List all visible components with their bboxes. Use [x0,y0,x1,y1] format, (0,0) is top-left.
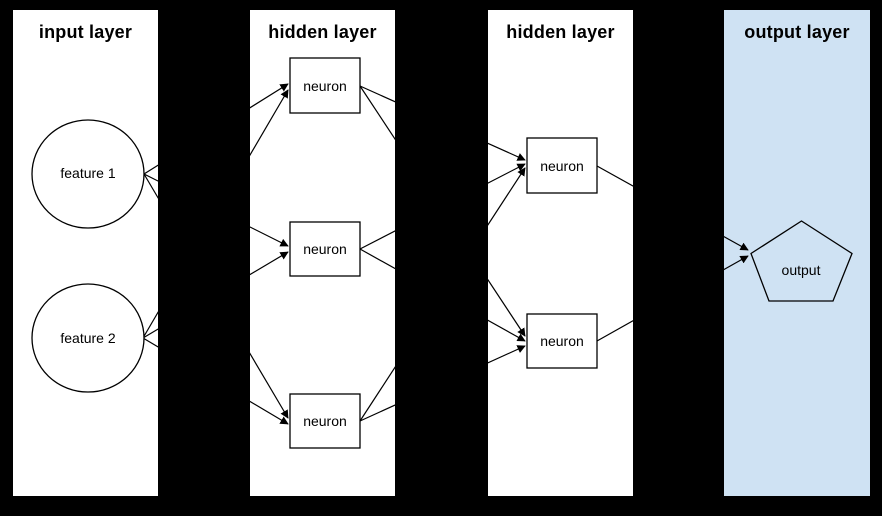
layer-panel-output: output layer [724,10,870,496]
node-label-hidden2-neuron2: neuron [540,333,584,349]
node-label-feature-1: feature 1 [60,165,116,181]
layer-title-input: input layer [38,22,133,42]
node-label-feature-2: feature 2 [60,330,116,346]
layer-title-output: output layer [744,22,850,42]
connection-lines [142,83,749,425]
node-label-hidden1-neuron2: neuron [303,241,347,257]
node-label-output: output [781,262,821,278]
node-label-hidden1-neuron1: neuron [303,78,347,94]
layer-title-hidden-1: hidden layer [268,22,377,42]
node-label-hidden2-neuron1: neuron [540,158,584,174]
layer-panel-input: input layer [13,10,158,496]
layer-title-hidden-2: hidden layer [506,22,615,42]
node-label-hidden1-neuron3: neuron [303,413,347,429]
layer-panel-hidden-2: hidden layer [488,10,633,496]
